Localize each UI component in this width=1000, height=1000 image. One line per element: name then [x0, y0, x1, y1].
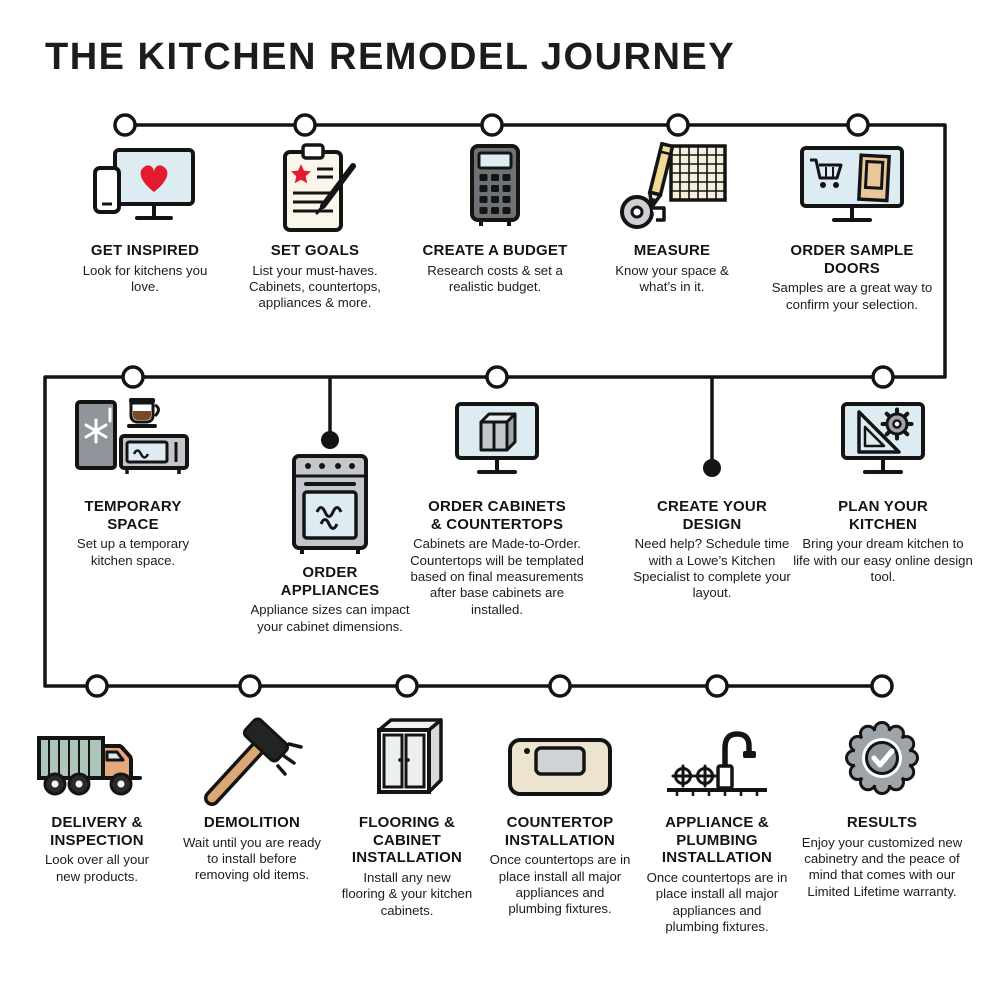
step-description: Look for kitchens you love.	[82, 262, 208, 295]
step-description: Look over all your new products.	[44, 852, 150, 884]
countertop-sink-icon	[483, 710, 637, 814]
clipboard-star-pen-icon	[232, 140, 398, 242]
node-demolition	[238, 674, 262, 698]
step-description: Enjoy your customized new cabinetry and …	[801, 834, 963, 899]
node-delivery	[85, 674, 109, 698]
step-get-inspired: GET INSPIRED Look for kitchens you love.	[65, 140, 225, 295]
step-title: SET GOALS	[270, 242, 360, 259]
monitor-ruler-gear-icon	[793, 402, 973, 498]
step-order-appliances: ORDER APPLIANCES Appliance sizes can imp…	[245, 452, 415, 635]
journey-node-circles	[85, 113, 895, 698]
step-description: Wait until you are ready to install befo…	[182, 834, 322, 883]
node-measure	[666, 113, 690, 137]
step-description: Set up a temporary kitchen space.	[76, 536, 190, 568]
monitor-cabinet-icon	[407, 402, 587, 498]
step-set-goals: SET GOALS List your must-haves. Cabinets…	[232, 140, 398, 312]
dot-create-your-design	[703, 459, 721, 477]
node-set-goals	[293, 113, 317, 137]
step-description: Once countertops are in place install al…	[646, 870, 788, 935]
node-results	[870, 674, 894, 698]
faucet-icon	[637, 710, 797, 814]
page-title: THE KITCHEN REMODEL JOURNEY	[45, 36, 736, 78]
step-title: MEASURE	[633, 242, 711, 259]
step-title: RESULTS	[846, 814, 918, 831]
step-title: FLOORING & CABINET INSTALLATION	[351, 814, 463, 867]
step-title: DELIVERY & INSPECTION	[50, 814, 144, 849]
node-order-sample-doors	[846, 113, 870, 137]
node-create-a-budget	[480, 113, 504, 137]
dot-order-appliances	[321, 431, 339, 449]
step-title: APPLIANCE & PLUMBING INSTALLATION	[661, 814, 773, 867]
calculator-icon	[412, 140, 578, 242]
step-description: List your must-haves. Cabinets, countert…	[249, 262, 381, 311]
cabinet-icon	[330, 710, 484, 814]
node-temporary-space	[121, 365, 145, 389]
delivery-truck-icon	[27, 710, 167, 814]
node-flooring	[395, 674, 419, 698]
step-title: DEMOLITION	[203, 814, 301, 831]
step-plan-your-kitchen: PLAN YOUR KITCHEN Bring your dream kitch…	[793, 402, 973, 585]
fridge-coffee-microwave-icon	[48, 396, 218, 498]
range-icon	[245, 452, 415, 564]
step-results: RESULTS Enjoy your customized new cabine…	[800, 710, 964, 900]
step-title: ORDER SAMPLE DOORS	[790, 242, 914, 277]
step-description: Appliance sizes can impact your cabinet …	[250, 602, 410, 634]
step-delivery-inspection: DELIVERY & INSPECTION Look over all your…	[27, 710, 167, 885]
step-title: ORDER APPLIANCES	[280, 564, 380, 599]
step-description: Bring your dream kitchen to life with ou…	[793, 536, 973, 585]
step-create-your-design: CREATE YOUR DESIGN Need help? Schedule t…	[622, 498, 802, 602]
step-countertop-installation: COUNTERTOP INSTALLATION Once countertops…	[483, 710, 637, 918]
step-description: Once countertops are in place install al…	[489, 852, 631, 917]
step-demolition: DEMOLITION Wait until you are ready to i…	[177, 710, 327, 884]
step-order-cabinets-countertops: ORDER CABINETS & COUNTERTOPS Cabinets ar…	[407, 402, 587, 618]
step-order-sample-doors: ORDER SAMPLE DOORS Samples are a great w…	[762, 140, 942, 313]
warranty-badge-check-icon	[800, 710, 964, 814]
step-description: Research costs & set a realistic budget.	[427, 262, 563, 295]
step-title: GET INSPIRED	[90, 242, 200, 259]
node-get-inspired	[113, 113, 137, 137]
monitor-cart-door-icon	[762, 140, 942, 242]
step-title: CREATE YOUR DESIGN	[657, 498, 767, 533]
node-plan-your-kitchen	[871, 365, 895, 389]
step-description: Samples are a great way to confirm your …	[771, 280, 933, 312]
step-description: Need help? Schedule time with a Lowe’s K…	[633, 536, 791, 601]
step-description: Cabinets are Made-to-Order. Countertops …	[410, 536, 584, 617]
node-countertop-install	[548, 674, 572, 698]
step-temporary-space: TEMPORARY SPACE Set up a temporary kitch…	[48, 396, 218, 569]
step-create-a-budget: CREATE A BUDGET Research costs & set a r…	[412, 140, 578, 295]
step-description: Install any new flooring & your kitchen …	[341, 870, 473, 918]
step-title: COUNTERTOP INSTALLATION	[504, 814, 616, 849]
step-title: ORDER CABINETS & COUNTERTOPS	[428, 498, 566, 533]
step-flooring-cabinet-installation: FLOORING & CABINET INSTALLATION Install …	[330, 710, 484, 919]
step-title: TEMPORARY SPACE	[84, 498, 182, 533]
sledgehammer-icon	[177, 710, 327, 814]
step-title: CREATE A BUDGET	[422, 242, 568, 259]
step-title: PLAN YOUR KITCHEN	[838, 498, 928, 533]
step-measure: MEASURE Know your space & what’s in it.	[592, 140, 752, 295]
step-appliance-plumbing-installation: APPLIANCE & PLUMBING INSTALLATION Once c…	[637, 710, 797, 936]
node-order-cabinets	[485, 365, 509, 389]
node-appliance-plumbing	[705, 674, 729, 698]
monitor-heart-phone-icon	[65, 140, 225, 242]
step-description: Know your space & what’s in it.	[615, 262, 729, 295]
tape-measure-pencil-grid-icon	[592, 140, 752, 242]
